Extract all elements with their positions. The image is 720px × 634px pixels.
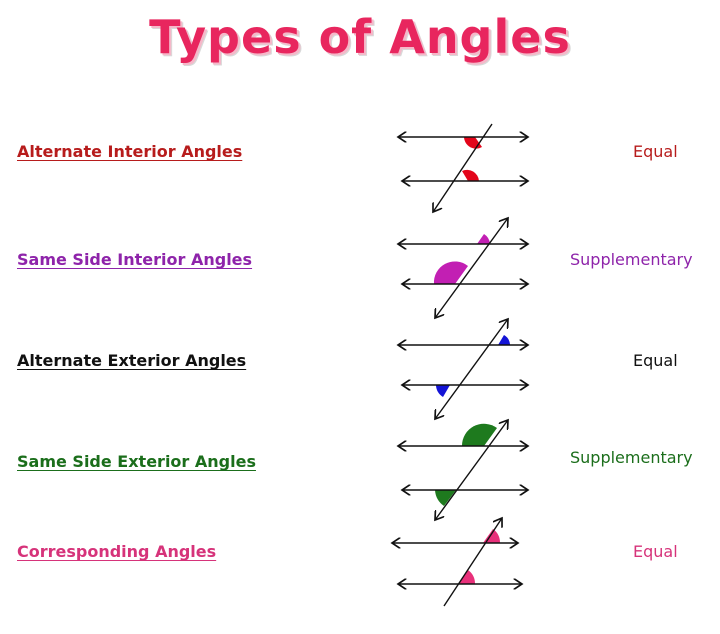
alternate-exterior-figure bbox=[380, 315, 540, 425]
angle-type-name: Same Side Interior Angles bbox=[17, 250, 253, 269]
angle-relation: Equal bbox=[633, 542, 678, 561]
angle-type-name: Corresponding Angles bbox=[17, 542, 217, 561]
angle-shade bbox=[477, 234, 490, 244]
angle-relation: Supplementary bbox=[570, 250, 693, 269]
angle-type-name: Alternate Interior Angles bbox=[17, 142, 243, 161]
angle-shade bbox=[435, 490, 456, 506]
row-alternate-interior: Alternate Interior Angles Equal bbox=[0, 118, 720, 218]
same-side-interior-figure bbox=[380, 214, 540, 324]
angle-shade bbox=[462, 169, 479, 181]
angle-type-name: Same Side Exterior Angles bbox=[17, 452, 256, 471]
angle-relation: Equal bbox=[633, 351, 678, 370]
same-side-exterior-figure bbox=[380, 416, 540, 526]
angle-shade bbox=[498, 335, 510, 345]
corresponding-figure bbox=[380, 514, 540, 607]
row-alternate-exterior: Alternate Exterior Angles Equal bbox=[0, 315, 720, 415]
row-same-side-exterior: Same Side Exterior Angles Supplementary bbox=[0, 416, 720, 516]
angle-shade bbox=[436, 385, 450, 397]
angle-relation: Supplementary bbox=[570, 448, 693, 467]
angle-type-name: Alternate Exterior Angles bbox=[17, 351, 247, 370]
page-title: Types of Angles bbox=[149, 10, 571, 64]
row-corresponding: Corresponding Angles Equal bbox=[0, 514, 720, 614]
angle-shade bbox=[483, 529, 501, 543]
alternate-interior-figure bbox=[380, 123, 540, 218]
row-same-side-interior: Same Side Interior Angles Supplementary bbox=[0, 214, 720, 314]
angle-relation: Equal bbox=[633, 142, 678, 161]
